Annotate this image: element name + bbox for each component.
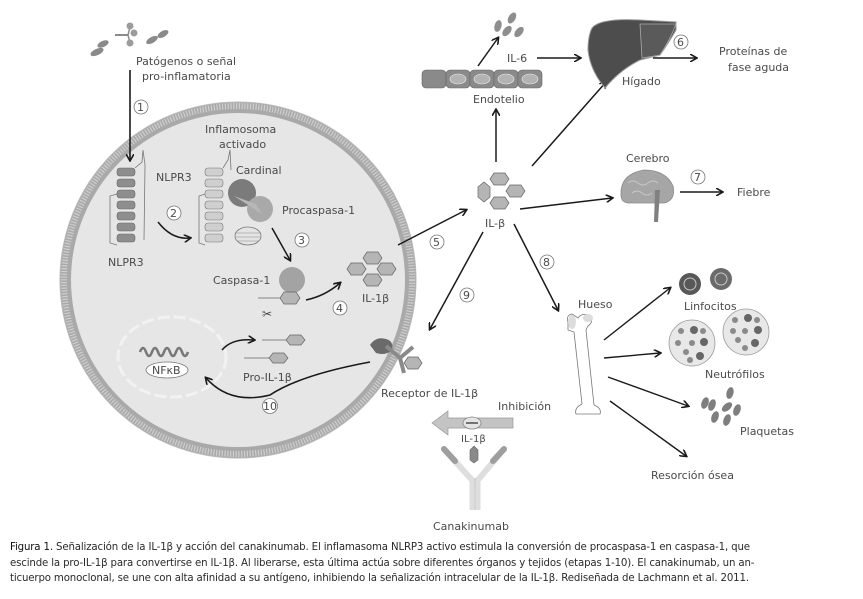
caption-line-3: ticuerpo monoclonal, se une con alta afi… — [10, 573, 749, 584]
pro-il1b-label: Pro-IL-1β — [243, 371, 292, 384]
nlpr3-inactive-icon — [109, 149, 146, 246]
il1b-inside-label: IL-1β — [362, 292, 389, 305]
step-1-badge: 1 — [133, 99, 149, 115]
figure-caption: Figura 1. Señalización de la IL-1β y acc… — [10, 540, 856, 587]
antibody-il1b-label: IL-1β — [461, 434, 486, 445]
brain-label: Cerebro — [626, 152, 670, 165]
nlpr3-label-bottom: NLPR3 — [108, 256, 144, 269]
pro-il1b-icon — [244, 334, 306, 364]
inflammasome-label-1: Inflamosoma — [205, 123, 276, 136]
nfkb-badge — [145, 361, 189, 379]
svg-text:8: 8 — [543, 256, 550, 269]
step-4-arrow — [305, 283, 340, 301]
brain-arrow — [519, 198, 612, 210]
il1b-cluster-center-icon — [477, 172, 526, 210]
platelets-icon — [701, 387, 741, 426]
step-5-badge: 5 — [429, 234, 445, 250]
il1b-signaling-diagram: Patógenos o señal pro-inflamatoria 1 NLP… — [59, 12, 794, 530]
neutrophils-icon — [668, 308, 770, 367]
svg-text:5: 5 — [433, 236, 440, 249]
il1b-receptor-icon — [370, 338, 423, 374]
cardinal-icon — [228, 179, 256, 207]
bone-label: Hueso — [578, 298, 613, 311]
acute-phase-label-2: fase aguda — [728, 61, 789, 74]
caspase-icon — [258, 267, 305, 305]
inhibition-arrow-icon — [431, 410, 514, 436]
step-6-badge: 6 — [673, 34, 689, 50]
cell-membrane-stripes — [61, 103, 415, 457]
liver-label: Hígado — [622, 75, 661, 88]
neutrophils-arrow — [603, 353, 660, 359]
canakinumab-antibody-icon — [441, 445, 507, 510]
fever-label: Fiebre — [737, 186, 771, 199]
svg-text:1: 1 — [137, 101, 144, 114]
svg-text:10: 10 — [263, 400, 277, 413]
pathogens-icon — [90, 22, 169, 57]
endothelium-icon — [421, 69, 543, 89]
step-3-arrow — [271, 227, 290, 260]
pathogens-label-1: Patógenos o señal — [136, 55, 236, 68]
step-9-arrow — [430, 231, 484, 329]
resorption-arrow — [609, 400, 686, 456]
dna-icon — [138, 346, 190, 358]
svg-text:3: 3 — [298, 234, 305, 247]
svg-text:4: 4 — [336, 302, 343, 315]
liver-arrow — [531, 82, 606, 167]
neutrophils-label: Neutrófilos — [705, 368, 765, 381]
step-7-badge: 7 — [690, 169, 706, 185]
step-10-badge: 10 — [262, 398, 278, 414]
bone-icon — [567, 313, 601, 415]
brain-icon — [620, 169, 674, 222]
bone-resorption-label: Resorción ósea — [651, 469, 734, 482]
scissors-icon: ✂ — [262, 307, 272, 321]
il6-label: IL-6 — [507, 52, 527, 65]
nlpr3-label-top: NLPR3 — [156, 171, 192, 184]
step-2-badge: 2 — [166, 205, 182, 221]
canakinumab-label: Canakinumab — [433, 520, 509, 530]
step-8-arrow — [513, 223, 558, 310]
caption-line-1: Figura 1. Señalización de la IL-1β y acc… — [10, 542, 750, 553]
nfkb-label: NFκB — [152, 364, 181, 377]
step-5-arrow — [397, 210, 466, 246]
acute-phase-label-1: Proteínas de — [719, 45, 788, 58]
platelets-label: Plaquetas — [740, 425, 794, 438]
procaspase-label: Procaspasa-1 — [282, 204, 355, 217]
inflammasome-icon — [198, 149, 273, 246]
step-2-arrow — [157, 221, 190, 238]
svg-text:7: 7 — [694, 171, 701, 184]
svg-text:6: 6 — [677, 36, 684, 49]
endothelium-label: Endotelio — [473, 93, 525, 106]
pathogens-label-2: pro-inflamatoria — [142, 70, 231, 83]
svg-text:2: 2 — [170, 207, 177, 220]
lymphocytes-arrow — [603, 288, 670, 341]
lymphocytes-label: Linfocitos — [684, 300, 737, 313]
caspase-label: Caspasa-1 — [213, 274, 270, 287]
figure-label: Figura 1 — [10, 542, 50, 553]
caption-line-2: escinde la pro-IL-1β para convertirse en… — [10, 557, 755, 569]
step-9-badge: 9 — [459, 287, 475, 303]
platelets-arrow — [607, 376, 688, 406]
liver-icon — [587, 19, 677, 89]
il1b-cluster-inside-icon — [346, 251, 397, 287]
svg-text:9: 9 — [463, 289, 470, 302]
step-4-badge: 4 — [332, 300, 348, 316]
receptor-label: Receptor de IL-1β — [381, 387, 478, 400]
step-3-badge: 3 — [294, 232, 310, 248]
inflammasome-label-2: activado — [219, 138, 266, 151]
il6-molecules-icon — [494, 12, 524, 38]
procaspase-icon — [247, 196, 273, 222]
il6-release-arrow — [477, 38, 498, 67]
transcription-arrow — [221, 340, 254, 351]
step-10-arrow — [206, 361, 371, 399]
cardinal-label: Cardinal — [236, 164, 282, 177]
il1b-center-label: IL-β — [485, 217, 505, 230]
step-8-badge: 8 — [539, 254, 555, 270]
lymphocytes-icon — [679, 268, 732, 295]
nucleus — [116, 315, 228, 399]
inhibition-label: Inhibición — [498, 400, 551, 413]
